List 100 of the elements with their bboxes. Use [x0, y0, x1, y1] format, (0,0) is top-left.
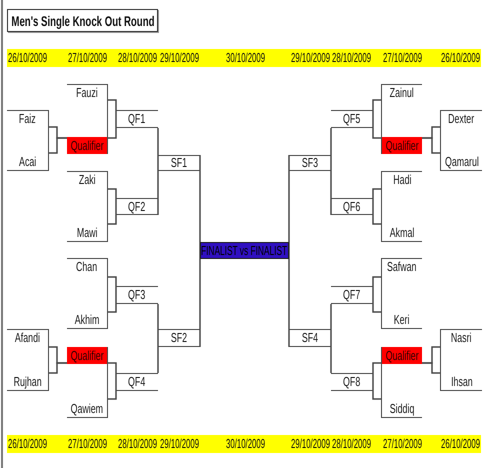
bracket-connector — [372, 276, 381, 296]
player-name: Qamarul — [444, 155, 478, 169]
bracket-connector — [422, 137, 440, 154]
bracket-slot — [381, 171, 422, 206]
bracket-connector — [157, 162, 159, 216]
date-label: 26/10/2009 — [8, 51, 48, 65]
bracket-connector — [330, 337, 332, 374]
player-name: Siddiq — [390, 402, 414, 416]
bracket-connector — [108, 99, 117, 120]
bracket-connector — [330, 162, 332, 216]
bracket-slot — [381, 364, 422, 418]
match-slot: QF4 — [116, 373, 158, 391]
bracket-connector — [199, 154, 201, 252]
player-name: Keri — [394, 313, 410, 327]
bracket-slot — [7, 140, 49, 171]
match-slot: SF4 — [289, 329, 331, 347]
bracket-slot — [440, 360, 482, 391]
bracket-connector — [372, 381, 381, 400]
bracket-connector — [288, 250, 290, 348]
date-label: 29/10/2009 — [160, 51, 200, 65]
bracket-connector — [157, 127, 159, 164]
date-label: 27/10/2009 — [383, 437, 422, 451]
qualifier-slot: Qualifier — [67, 137, 108, 154]
bracket-slot — [67, 206, 108, 242]
player-name: Chan — [76, 260, 98, 274]
player-name: Hadi — [392, 173, 412, 187]
player-name: Zainul — [390, 86, 414, 100]
match-slot: QF2 — [116, 198, 158, 215]
bracket-slot — [440, 140, 482, 171]
bracket-connector — [330, 127, 332, 164]
bracket-connector — [372, 206, 381, 225]
player-name: Zaki — [78, 173, 96, 187]
match-slot: QF1 — [116, 110, 158, 128]
bracket-connector — [330, 303, 332, 339]
match-slot: QF6 — [331, 198, 373, 215]
final-match-banner: FINALIST vs FINALIST — [200, 242, 289, 259]
bracket-slot — [67, 293, 108, 329]
player-name: Safwan — [387, 260, 417, 274]
bracket-slot — [381, 258, 422, 293]
date-label: 28/10/2009 — [332, 51, 371, 65]
bracket-connector — [372, 294, 381, 313]
date-label: 26/10/2009 — [441, 437, 480, 451]
bracket-connector — [372, 362, 381, 383]
bracket-connector — [108, 188, 117, 208]
bracket-slot — [67, 258, 108, 293]
player-name: Fauzi — [76, 86, 98, 100]
date-label: 27/10/2009 — [68, 437, 107, 451]
bracket-slot — [7, 110, 49, 140]
bracket-connector — [49, 137, 67, 154]
bracket-slot — [67, 364, 108, 418]
bracket-slot — [67, 171, 108, 206]
date-label: 28/10/2009 — [332, 437, 371, 451]
bracket-connector — [372, 99, 381, 120]
bracket-connector — [108, 276, 117, 296]
bracket-connector — [422, 362, 440, 374]
player-name: Afandi — [14, 331, 40, 345]
player-name: Faiz — [19, 112, 36, 126]
date-label: 29/10/2009 — [291, 51, 330, 65]
player-name: Mawi — [76, 226, 98, 240]
bracket-connector — [372, 118, 381, 139]
date-label: 27/10/2009 — [383, 51, 422, 65]
date-label: 28/10/2009 — [118, 437, 157, 451]
player-name: Akmal — [390, 226, 414, 240]
diagram-title: Men's Single Knock Out Round — [7, 9, 158, 32]
bracket-connector — [108, 294, 117, 313]
bracket-connector — [108, 118, 117, 139]
bracket-slot — [7, 329, 49, 360]
bracket-connector — [49, 362, 67, 374]
bracket-slot — [381, 206, 422, 242]
bracket-slot — [381, 293, 422, 329]
bracket-connector — [108, 206, 117, 225]
date-label: 26/10/2009 — [8, 437, 48, 451]
player-name: Dexter — [448, 112, 475, 126]
bracket-connector — [108, 381, 117, 400]
match-slot: QF5 — [331, 110, 373, 128]
date-label: 30/10/2009 — [226, 437, 265, 451]
bracket-connector — [288, 154, 290, 252]
qualifier-slot: Qualifier — [381, 347, 422, 364]
match-slot: QF3 — [116, 286, 158, 304]
bracket-slot — [67, 84, 108, 137]
player-name: Ihsan — [450, 375, 472, 389]
player-name: Akhim — [74, 313, 100, 327]
date-label: 30/10/2009 — [226, 51, 265, 65]
player-name: Nasri — [451, 331, 472, 345]
player-name: Rujhan — [14, 375, 42, 389]
qualifier-slot: Qualifier — [67, 347, 108, 364]
bracket-slot — [440, 329, 482, 360]
date-label: 26/10/2009 — [441, 51, 480, 65]
bracket-slot — [440, 110, 482, 140]
bracket-connector — [199, 250, 201, 348]
bracket-connector — [372, 188, 381, 208]
match-slot: QF8 — [331, 373, 373, 391]
match-slot: QF7 — [331, 286, 373, 304]
bracket-connector — [157, 337, 159, 374]
date-label: 29/10/2009 — [160, 437, 200, 451]
player-name: Acai — [18, 155, 36, 169]
date-label: 29/10/2009 — [291, 437, 330, 451]
date-label: 28/10/2009 — [118, 51, 157, 65]
bracket-connector — [157, 303, 159, 339]
bracket-slot — [7, 360, 49, 391]
